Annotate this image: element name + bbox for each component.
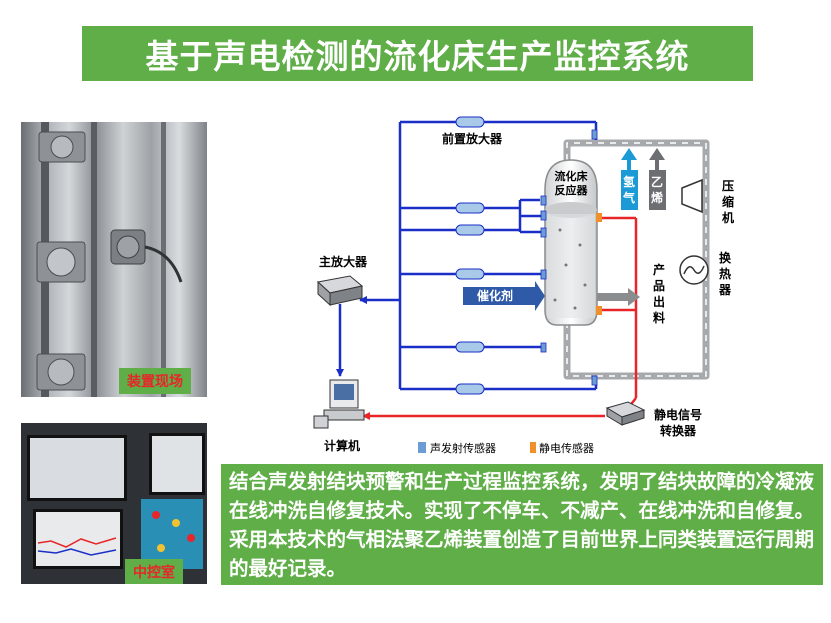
reactor-label-1: 流化床 bbox=[555, 169, 589, 183]
static-converter-label-1: 静电信号 bbox=[654, 407, 702, 422]
product-outlet-label: 产品出料 bbox=[653, 262, 665, 325]
static-converter-icon bbox=[607, 402, 644, 425]
heat-exchanger-icon bbox=[680, 256, 708, 284]
legend-acoustic-label: 声发射传感器 bbox=[430, 441, 496, 455]
static-converter-label-2: 转换器 bbox=[660, 423, 697, 438]
description-text: 结合声发射结块预警和生产过程监控系统，发明了结块故障的冷凝液在线冲洗自修复技术。… bbox=[221, 464, 823, 585]
product-outlet-arrow bbox=[597, 288, 640, 306]
legend-acoustic-swatch bbox=[418, 442, 426, 453]
preamp-label: 前置放大器 bbox=[442, 131, 503, 146]
computer-icon bbox=[314, 380, 364, 428]
preamp-capsules bbox=[456, 117, 484, 394]
compressor-label: 压缩机 bbox=[722, 179, 734, 225]
computer-label: 计算机 bbox=[324, 438, 360, 453]
catalyst-label: 催化剂 bbox=[477, 288, 513, 303]
compressor-icon bbox=[682, 180, 702, 212]
heat-exchanger-label: 换热器 bbox=[718, 250, 732, 297]
main-amplifier-icon bbox=[318, 276, 362, 305]
legend-static-swatch bbox=[530, 442, 536, 453]
main-amp-label: 主放大器 bbox=[319, 254, 368, 269]
reactor-label-2: 反应器 bbox=[555, 183, 589, 197]
legend-static-label: 静电传感器 bbox=[539, 441, 594, 455]
legend: 声发射传感器 静电传感器 bbox=[418, 441, 594, 455]
